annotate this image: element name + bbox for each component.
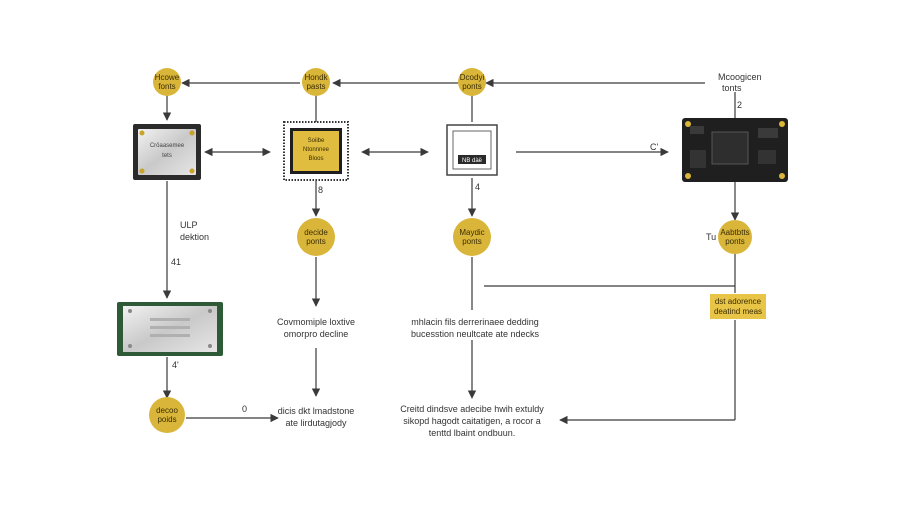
note-center-right-line-1: mhlacin fils derrerinaee dedding: [411, 317, 539, 327]
node-top-3-line-1: Dcodyi: [460, 73, 485, 82]
node-bot-1[interactable]: decoo poids: [149, 397, 185, 433]
note-center-left-line-1: Covmomiple loxtive: [277, 317, 355, 327]
note-bottom-right-line-1: Creitd dindsve adecibe hwih extuldy: [400, 404, 544, 414]
label-4tick: 4': [172, 360, 179, 370]
chip-3: NB dàë: [446, 124, 498, 176]
chip-2-line-3: Bloos: [308, 156, 323, 162]
node-top-1[interactable]: Hcowe fonts: [153, 68, 181, 96]
note-center-left-line-2: omorpro decline: [284, 329, 349, 339]
node-top-1-line-2: fonts: [158, 82, 175, 91]
node-mid-4-line-2: ponts: [725, 237, 745, 246]
note-bottom-mid-line-1: dicis dkt lmadstone: [278, 406, 355, 416]
label-tu: Tu: [706, 232, 716, 242]
note-bottom-right-line-3: tenttd lbaint ondbuun.: [429, 428, 516, 438]
node-top-4-line-1: Mcoogicen: [718, 72, 762, 82]
node-mid-2-line-2: ponts: [306, 237, 326, 246]
note-bottom-mid: dicis dkt lmadstone ate lirdutagjody: [278, 406, 355, 428]
node-top-2-line-1: Hondk: [304, 73, 328, 82]
chip-2-line-2: Ntonnnee: [303, 147, 330, 153]
node-top-2-line-2: pasts: [306, 82, 325, 91]
label-right-c: C': [650, 142, 658, 152]
note-bottom-right-line-2: sikopd hagodt caitatigen, a rocor a: [403, 416, 541, 426]
chip-4-board: [682, 118, 788, 182]
chip-1: Cröaasemee tets: [133, 124, 201, 180]
node-mid-4-line-1: Aabtbtts: [720, 228, 749, 237]
gold-box-line-1: dst adorence: [715, 297, 762, 306]
chip-1-line-1: Cröaasemee: [150, 143, 185, 149]
note-bottom-mid-line-2: ate lirdutagjody: [285, 418, 347, 428]
node-mid-4[interactable]: Aabtbtts ponts: [718, 220, 752, 254]
node-top-3-line-2: ponts: [462, 82, 482, 91]
label-top-right-2: 2: [737, 100, 742, 110]
label-mid-4: 4: [475, 182, 480, 192]
chip-2: Soiibe Ntonnnee Bloos: [283, 121, 349, 181]
chip-3-label: NB dàë: [462, 158, 483, 164]
label-mid-b: 8: [318, 185, 323, 195]
gold-box[interactable]: dst adorence deatind meas: [710, 294, 766, 319]
note-center-left: Covmomiple loxtive omorpro decline: [277, 317, 355, 339]
note-center-right: mhlacin fils derrerinaee dedding bucesst…: [411, 317, 540, 339]
board-module: [117, 302, 223, 356]
node-mid-2[interactable]: decide ponts: [297, 218, 335, 256]
label-ulp-2: dektion: [180, 232, 209, 242]
node-mid-3[interactable]: Maydic ponts: [453, 218, 491, 256]
label-0: 0: [242, 404, 247, 414]
node-mid-3-line-2: ponts: [462, 237, 482, 246]
node-bot-1-line-1: decoo: [156, 406, 178, 415]
node-bot-1-line-2: poids: [157, 415, 176, 424]
note-bottom-right: Creitd dindsve adecibe hwih extuldy siko…: [400, 404, 544, 438]
node-top-1-line-1: Hcowe: [155, 73, 180, 82]
chip-1-line-2: tets: [162, 153, 172, 159]
node-top-4-line-2: tonts: [722, 83, 742, 93]
note-center-right-line-2: bucesstion neultcate ate ndecks: [411, 329, 540, 339]
node-top-2[interactable]: Hondk pasts: [302, 68, 330, 96]
node-top-4[interactable]: Mcoogicen tonts: [718, 72, 762, 93]
label-ulp-1: ULP: [180, 220, 198, 230]
chip-2-line-1: Soiibe: [308, 138, 325, 144]
node-mid-3-line-1: Maydic: [459, 228, 484, 237]
label-41: 41: [171, 257, 181, 267]
gold-box-line-2: deatind meas: [714, 307, 762, 316]
node-mid-2-line-1: decide: [304, 228, 328, 237]
node-top-3[interactable]: Dcodyi ponts: [458, 68, 486, 96]
edges: [162, 78, 740, 425]
